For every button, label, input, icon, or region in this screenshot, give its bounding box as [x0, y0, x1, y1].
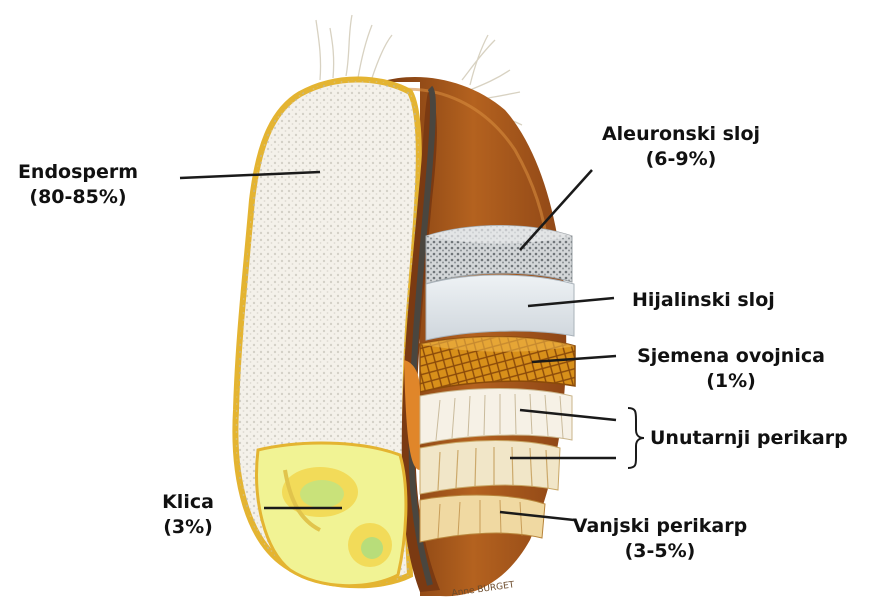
label-hijalinski-name: Hijalinski sloj: [632, 288, 775, 313]
label-unutarnji: Unutarnji perikarp: [650, 426, 848, 451]
label-endosperm: Endosperm (80-85%): [8, 160, 148, 210]
inner-pericarp-band-1: [420, 389, 572, 445]
hyaline-layer: [426, 275, 574, 340]
label-sjemena: Sjemena ovojnica (1%): [626, 344, 836, 394]
label-aleuron: Aleuronski sloj (6-9%): [596, 122, 766, 172]
label-klica-name: Klica: [148, 490, 228, 515]
label-sjemena-pct: (1%): [626, 369, 836, 394]
label-endosperm-name: Endosperm: [8, 160, 148, 185]
label-vanjski: Vanjski perikarp (3-5%): [570, 514, 750, 564]
label-vanjski-name: Vanjski perikarp: [570, 514, 750, 539]
brace: [628, 408, 644, 468]
label-vanjski-pct: (3-5%): [570, 539, 750, 564]
label-endosperm-pct: (80-85%): [8, 185, 148, 210]
label-klica: Klica (3%): [148, 490, 228, 540]
label-unutarnji-name: Unutarnji perikarp: [650, 426, 848, 451]
label-aleuron-pct: (6-9%): [596, 147, 766, 172]
label-hijalinski: Hijalinski sloj: [632, 288, 775, 313]
label-klica-pct: (3%): [148, 515, 228, 540]
label-aleuron-name: Aleuronski sloj: [596, 122, 766, 147]
label-sjemena-name: Sjemena ovojnica: [626, 344, 836, 369]
